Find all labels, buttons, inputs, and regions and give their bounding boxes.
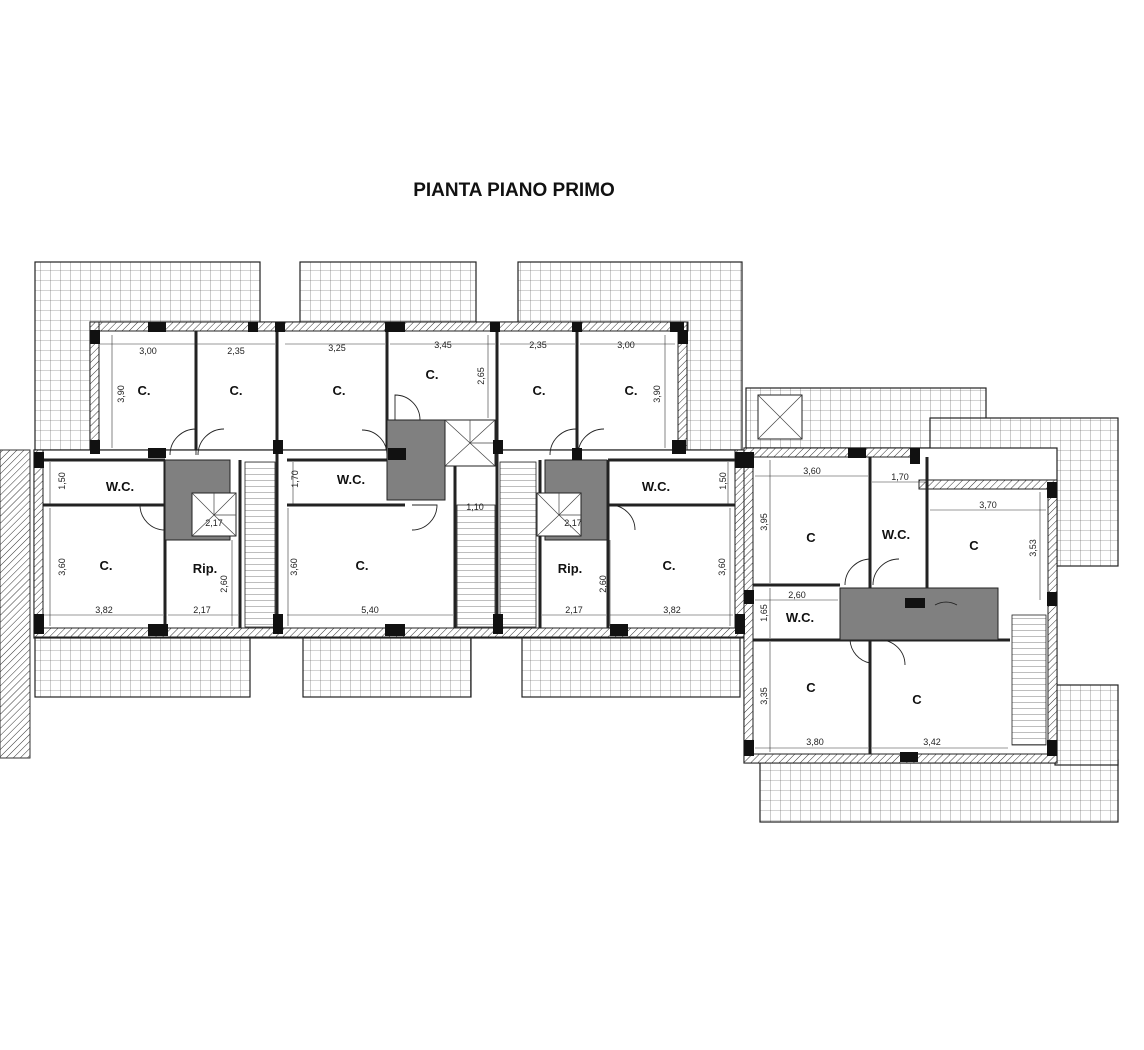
room-label: W.C. <box>337 472 365 487</box>
dimension-text: 1,50 <box>718 472 728 490</box>
dimension-text: 1,10 <box>466 502 484 512</box>
dimension-text: 3,80 <box>806 737 824 747</box>
dimension-text: 3,90 <box>116 385 126 403</box>
room-label: C. <box>100 558 113 573</box>
dimension-text: 2,17 <box>205 518 223 528</box>
room-label: C. <box>625 383 638 398</box>
dimension-text: 3,00 <box>617 340 635 350</box>
dimension-text: 3,82 <box>663 605 681 615</box>
dimension-text: 3,00 <box>139 346 157 356</box>
page-title: PIANTA PIANO PRIMO <box>413 180 615 201</box>
dimension-text: 3,42 <box>923 737 941 747</box>
room-label: C. <box>426 367 439 382</box>
dimension-text: 3,35 <box>759 687 769 705</box>
dimension-text: 2,17 <box>193 605 211 615</box>
room-label: C <box>912 692 922 707</box>
room-label: W.C. <box>106 479 134 494</box>
dimension-text: 3,53 <box>1028 539 1038 557</box>
dimension-text: 1,50 <box>57 472 67 490</box>
room-label: C. <box>356 558 369 573</box>
dimension-text: 3,60 <box>289 558 299 576</box>
dimension-text: 2,65 <box>476 367 486 385</box>
dimension-text: 2,35 <box>227 346 245 356</box>
room-label: C <box>969 538 979 553</box>
room-label: W.C. <box>786 610 814 625</box>
dimension-text: 1,70 <box>290 470 300 488</box>
dimension-text: 5,40 <box>361 605 379 615</box>
dimension-text: 3,25 <box>328 343 346 353</box>
room-label: W.C. <box>882 527 910 542</box>
room-label: C. <box>230 383 243 398</box>
dimension-text: 1,65 <box>759 604 769 622</box>
dimension-text: 2,35 <box>529 340 547 350</box>
dimension-text: 1,70 <box>891 472 909 482</box>
room-label: C. <box>663 558 676 573</box>
room-label: C <box>806 680 816 695</box>
dimension-text: 3,90 <box>652 385 662 403</box>
dimension-text: 3,60 <box>717 558 727 576</box>
spiral-stair-lines <box>191 394 803 537</box>
door-swings <box>139 394 958 666</box>
stair-runs <box>244 461 1047 746</box>
dimension-text: 2,60 <box>788 590 806 600</box>
dimension-text: 3,82 <box>95 605 113 615</box>
room-label: Rip. <box>558 561 583 576</box>
room-label: Rip. <box>193 561 218 576</box>
dimension-text: 2,60 <box>219 575 229 593</box>
room-label: C. <box>138 383 151 398</box>
dimension-lines <box>44 335 1046 752</box>
dimension-text: 3,60 <box>57 558 67 576</box>
dimension-text: 2,17 <box>564 518 582 528</box>
pillars <box>34 322 1057 762</box>
dimension-text: 3,95 <box>759 513 769 531</box>
room-label: W.C. <box>642 479 670 494</box>
dimension-text: 3,60 <box>803 466 821 476</box>
dimension-text: 2,17 <box>565 605 583 615</box>
dimension-text: 2,60 <box>598 575 608 593</box>
boundary-wall <box>0 449 31 759</box>
dimension-text: 3,70 <box>979 500 997 510</box>
room-label: C <box>806 530 816 545</box>
room-label: C. <box>533 383 546 398</box>
dimension-text: 3,45 <box>434 340 452 350</box>
room-label: C. <box>333 383 346 398</box>
